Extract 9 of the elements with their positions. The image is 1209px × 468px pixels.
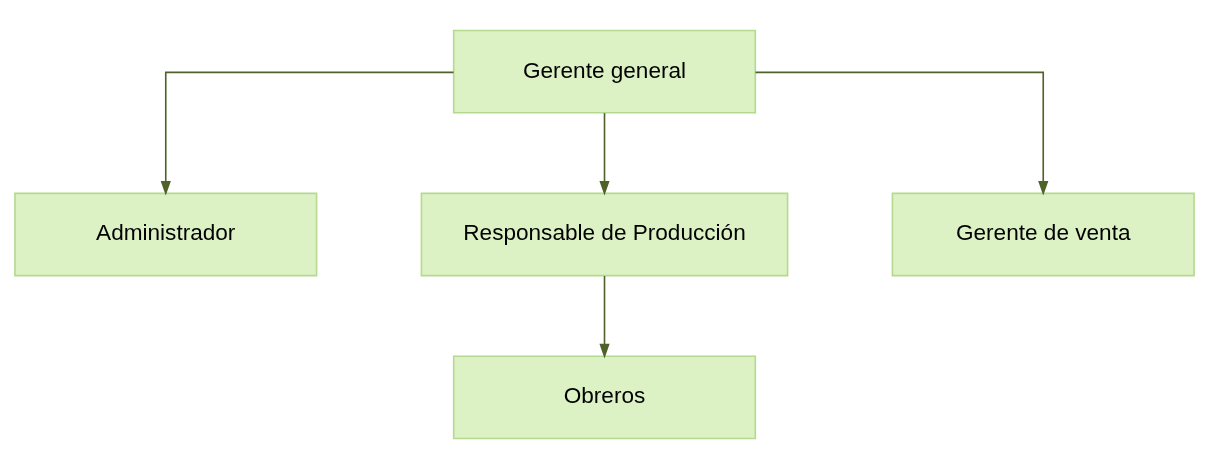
arrow bbox=[599, 111, 610, 195]
arrow bbox=[754, 71, 1049, 196]
node-box: Obreros bbox=[452, 354, 757, 439]
node-box: Gerente de venta bbox=[891, 192, 1195, 276]
arrow bbox=[160, 71, 455, 196]
node-box: Responsable de Producción bbox=[420, 192, 789, 276]
node-box: Gerente general bbox=[452, 29, 757, 114]
node-box: Administrador bbox=[14, 192, 318, 276]
arrow bbox=[599, 274, 610, 358]
